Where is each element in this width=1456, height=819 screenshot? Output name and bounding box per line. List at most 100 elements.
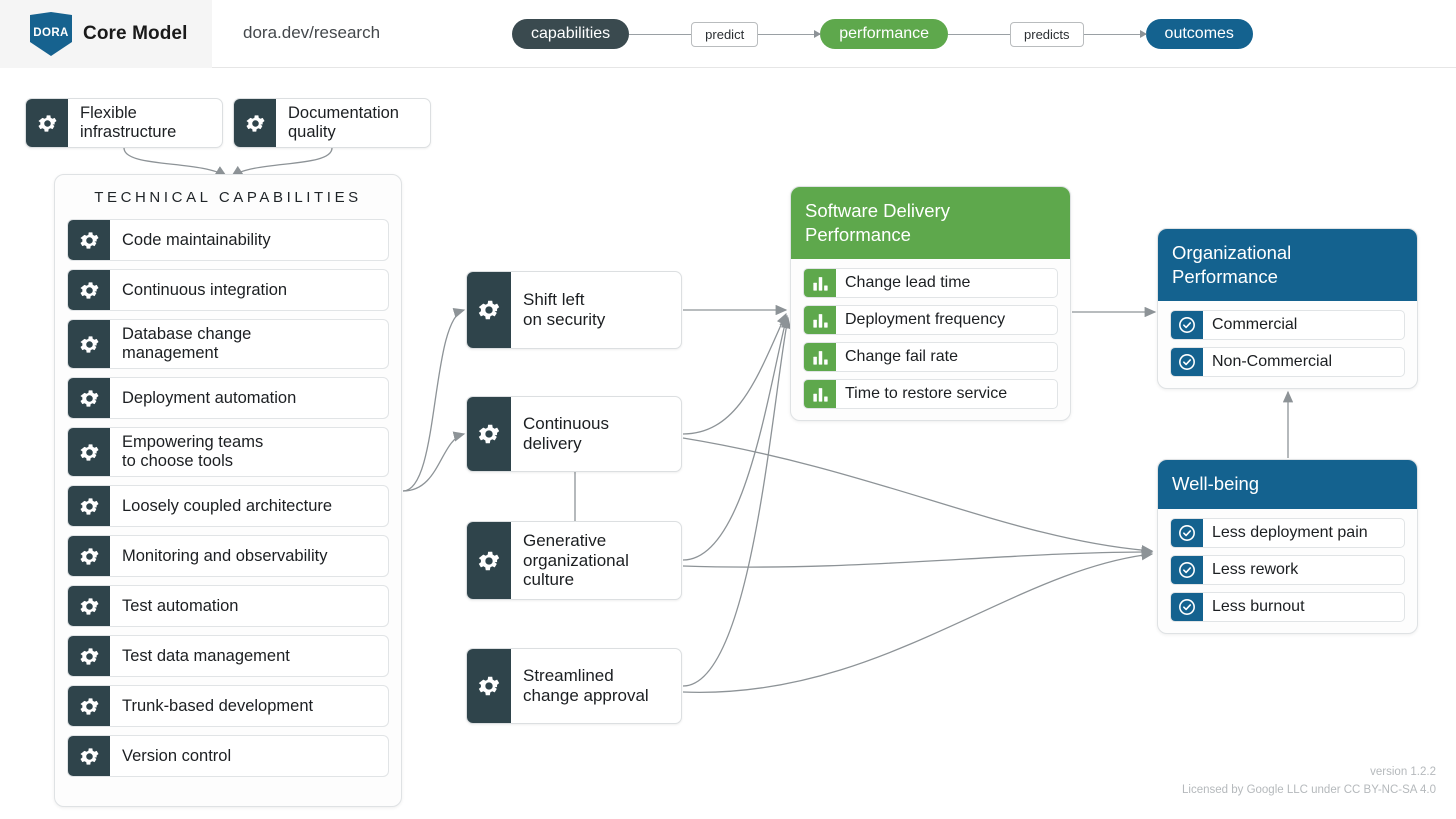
panel-row-label: Change lead time <box>845 274 971 292</box>
check-circle-icon <box>1171 592 1203 621</box>
capability-label: Trunk-based development <box>122 696 314 715</box>
bar-chart-icon <box>804 380 836 409</box>
card-shift-left-on-security[interactable]: Shift left on security <box>466 271 682 349</box>
panel-row[interactable]: Less burnout <box>1170 591 1405 622</box>
brand-block: DORA Core Model <box>0 0 212 68</box>
link-approval-to-wellbeing <box>682 550 1154 693</box>
card-generative-organizational-culture[interactable]: Generative organizational culture <box>466 521 682 600</box>
gear-icon <box>68 536 110 576</box>
gear-icon <box>68 486 110 526</box>
gear-icon <box>467 649 511 723</box>
pipeline-label-predicts: predicts <box>1010 21 1084 47</box>
link-culture-to-wellbeing <box>682 546 1154 568</box>
panel-title: TECHNICAL CAPABILITIES <box>94 189 362 206</box>
capability-item[interactable]: Monitoring and observability <box>67 535 389 577</box>
capability-label: Deployment automation <box>122 388 297 407</box>
capability-item[interactable]: Test data management <box>67 635 389 677</box>
capability-item[interactable]: Version control <box>67 735 389 777</box>
card-label: Generative organizational culture <box>523 530 629 590</box>
pipeline-label-predict: predict <box>691 21 759 47</box>
link-cd-to-sdp <box>682 312 787 435</box>
pipeline-connector-3 <box>948 33 1011 35</box>
check-circle-icon <box>1171 348 1203 377</box>
card-documentation-quality[interactable]: Documentation quality <box>233 98 431 148</box>
panel-row-label: Less burnout <box>1212 597 1305 615</box>
link-cd-to-wellbeing <box>682 437 1154 556</box>
gear-icon <box>68 736 110 776</box>
gear-icon <box>234 99 276 147</box>
capability-label: Code maintainability <box>122 230 271 249</box>
panel-row-label: Deployment frequency <box>845 311 1006 329</box>
card-label: Shift left on security <box>523 290 606 329</box>
capability-item[interactable]: Loosely coupled architecture <box>67 485 389 527</box>
panel-title: Organizational Performance <box>1158 229 1417 302</box>
panel-row-label: Time to restore service <box>845 385 1008 403</box>
card-label: Documentation quality <box>288 103 399 141</box>
capability-label: Continuous integration <box>122 280 288 299</box>
capability-item[interactable]: Continuous integration <box>67 269 389 311</box>
panel-row[interactable]: Time to restore service <box>803 379 1058 410</box>
pipeline-connector-2 <box>758 30 822 38</box>
panel-row-label: Non-Commercial <box>1212 353 1333 371</box>
capability-label: Test data management <box>122 646 290 665</box>
card-label: Flexible infrastructure <box>80 103 177 141</box>
panel-row[interactable]: Commercial <box>1170 310 1405 341</box>
panel-title: Well-being <box>1158 460 1417 509</box>
capability-item[interactable]: Test automation <box>67 585 389 627</box>
gear-icon <box>26 99 68 147</box>
link-culture-to-sdp <box>682 314 790 561</box>
capability-label: Loosely coupled architecture <box>122 496 333 515</box>
link-tech-to-continuous-delivery <box>402 431 466 492</box>
gear-icon <box>68 270 110 310</box>
capability-label: Test automation <box>122 596 239 615</box>
panel-row[interactable]: Change lead time <box>803 268 1058 299</box>
card-label: Continuous delivery <box>523 414 610 453</box>
footer: version 1.2.2 Licensed by Google LLC und… <box>1182 764 1436 800</box>
capability-label: Empowering teams to choose tools <box>122 433 264 470</box>
capability-label: Database change management <box>122 325 252 362</box>
gear-icon <box>68 220 110 260</box>
card-streamlined-change-approval[interactable]: Streamlined change approval <box>466 648 682 724</box>
link-flexible-to-tech <box>123 147 228 177</box>
panel-title: Software Delivery Performance <box>791 187 1070 260</box>
panel-row-label: Less rework <box>1212 560 1299 578</box>
capability-item[interactable]: Database change management <box>67 319 389 369</box>
panel-row[interactable]: Less rework <box>1170 554 1405 585</box>
gear-icon <box>68 428 110 476</box>
panel-row[interactable]: Less deployment pain <box>1170 517 1405 548</box>
pipeline-pill-outcomes[interactable]: outcomes <box>1145 19 1253 49</box>
panel-row[interactable]: Deployment frequency <box>803 305 1058 336</box>
bar-chart-icon <box>804 306 836 335</box>
gear-icon <box>68 636 110 676</box>
capability-item[interactable]: Empowering teams to choose tools <box>67 427 389 477</box>
card-flexible-infrastructure[interactable]: Flexible infrastructure <box>25 98 223 148</box>
gear-icon <box>68 378 110 418</box>
pipeline-pill-capabilities[interactable]: capabilities <box>512 19 630 49</box>
panel-row[interactable]: Non-Commercial <box>1170 347 1405 378</box>
site-url: dora.dev/research <box>243 23 381 42</box>
panel-row-label: Change fail rate <box>845 348 958 366</box>
capability-item[interactable]: Deployment automation <box>67 377 389 419</box>
link-documentation-to-tech <box>230 147 333 177</box>
panel-row-label: Less deployment pain <box>1212 523 1368 541</box>
model-pipeline: capabilities predict performance predict… <box>512 19 1253 49</box>
pipeline-connector-1 <box>629 33 692 35</box>
link-approval-to-sdp <box>682 316 792 687</box>
dora-banner-logo-icon: DORA <box>30 12 72 56</box>
panel-row[interactable]: Change fail rate <box>803 342 1058 373</box>
gear-icon <box>68 686 110 726</box>
page-header: DORA Core Model dora.dev/research capabi… <box>0 0 1456 68</box>
capability-item[interactable]: Code maintainability <box>67 219 389 261</box>
panel-row-label: Commercial <box>1212 316 1298 334</box>
card-continuous-delivery[interactable]: Continuous delivery <box>466 396 682 472</box>
gear-icon <box>467 397 511 471</box>
capability-item[interactable]: Trunk-based development <box>67 685 389 727</box>
pipeline-pill-performance[interactable]: performance <box>820 19 949 49</box>
gear-icon <box>68 586 110 626</box>
